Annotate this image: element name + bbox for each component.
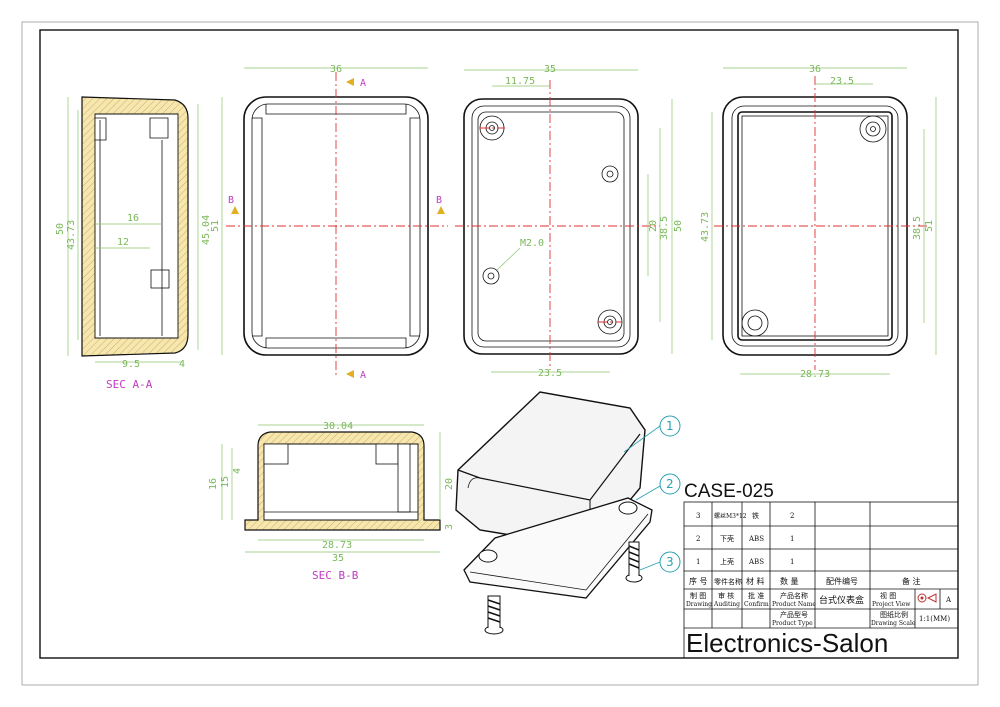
dim-sa-50: 50	[55, 223, 66, 235]
project-view-value: A	[945, 596, 952, 604]
dim-bv-20: 20	[648, 220, 659, 232]
callout-1	[659, 415, 681, 437]
dim-sa-12: 12	[117, 237, 129, 248]
label-a-top: A	[360, 78, 366, 89]
product-type-label-cn: 产品型号	[780, 610, 808, 619]
screw-left	[484, 595, 504, 635]
dim-sb-4: 4	[232, 468, 243, 474]
confirm-cn: 批 准	[748, 591, 764, 600]
case-name: CASE-025	[684, 481, 774, 502]
dim-iv-51: 51	[924, 220, 935, 232]
label-a-bottom: A	[360, 370, 366, 381]
dim-fv-36: 36	[330, 64, 342, 75]
dim-fv-51: 51	[210, 220, 221, 232]
header-code: 配件编号	[826, 576, 858, 586]
row-3-material: 铁	[752, 511, 759, 520]
sec-a-label: SEC A-A	[106, 378, 153, 391]
row-3-part: 螺丝M3*12	[714, 512, 747, 520]
isometric-view: 1 2 3	[455, 391, 681, 635]
dim-sa-95: 9.5	[122, 359, 140, 370]
dim-sb-3: 3	[444, 524, 455, 530]
callout-2	[659, 473, 681, 495]
row-2-qty: 1	[790, 535, 794, 543]
callout-1-label: 1	[666, 419, 674, 433]
dim-sb-2873: 28.73	[322, 540, 352, 551]
header-note: 备 注	[902, 576, 921, 586]
drawing-cn: 制 图	[690, 591, 706, 600]
dim-sb-35: 35	[332, 553, 344, 564]
header-qty: 数 量	[780, 576, 799, 586]
product-name-label-en: Product Name	[772, 601, 816, 608]
callout-3	[659, 551, 681, 573]
auditing-en: Auditing	[713, 601, 740, 608]
projection-symbol-icon	[917, 593, 937, 603]
scale-value: 1:1(MM)	[919, 615, 950, 623]
drawing-en: Drawing	[686, 601, 712, 608]
product-name-label-cn: 产品名称	[780, 591, 808, 600]
row-1-qty: 1	[790, 558, 794, 566]
header-no: 序 号	[689, 576, 708, 586]
dim-bv-385: 38.5	[659, 216, 670, 240]
screw-right	[625, 541, 643, 583]
dim-sa-4504: 45.04	[201, 215, 212, 245]
dim-iv-235: 23.5	[830, 76, 854, 87]
callout-2-label: 2	[666, 477, 674, 491]
section-b-b: 30.04 28.73 35 16 15 4 20 3 SEC B-B	[208, 421, 455, 582]
dim-iv-4373: 43.73	[700, 212, 711, 242]
callout-3-label: 3	[666, 555, 674, 569]
dim-sb-16: 16	[208, 478, 219, 490]
product-name: 台式仪表盒	[819, 594, 864, 606]
product-type-label-en: Product Type	[772, 620, 813, 627]
bottom-view: 35 11.75 23.5 20 38.5 50 M2.0	[455, 64, 684, 379]
dim-sa-4373: 43.73	[66, 220, 77, 250]
row-2-no: 2	[696, 535, 700, 543]
dim-sb-20: 20	[444, 478, 455, 490]
dim-bv-1175: 11.75	[505, 76, 535, 87]
dim-sa-16: 16	[127, 213, 139, 224]
dim-iv-36: 36	[809, 64, 821, 75]
project-view-en: Project View	[872, 601, 911, 608]
inner-view: 36 23.5 28.73 43.73 38.5 51	[700, 64, 937, 380]
row-1-part: 上壳	[720, 557, 734, 566]
row-2-part: 下壳	[720, 534, 734, 543]
outer-frame	[21, 21, 979, 686]
front-view: 36 51 A A B B	[210, 64, 448, 381]
dim-sa-4: 4	[179, 359, 185, 370]
dim-iv-2873: 28.73	[800, 369, 830, 380]
header-part: 零件名称	[714, 577, 742, 586]
row-3-qty: 2	[790, 512, 794, 520]
header-material: 材 料	[746, 576, 765, 586]
row-2-material: ABS	[748, 535, 764, 543]
row-1-no: 1	[696, 558, 700, 566]
dim-bv-m2: M2.0	[520, 238, 544, 249]
label-b-left: B	[228, 195, 234, 206]
dim-bv-235: 23.5	[538, 368, 562, 379]
title-block: CASE-025 3 螺丝M3*12 铁 2 2 下壳 ABS 1 1 上壳 A…	[683, 481, 959, 659]
dim-iv-385: 38.5	[912, 216, 923, 240]
dim-bv-50: 50	[673, 220, 684, 232]
sec-b-label: SEC B-B	[312, 569, 359, 582]
row-1-material: ABS	[748, 558, 764, 566]
inner-frame	[39, 29, 959, 659]
dim-sb-15: 15	[220, 476, 231, 488]
row-3-no: 3	[696, 512, 700, 520]
confirm-en: Confirm	[744, 601, 769, 608]
dim-bv-35: 35	[544, 64, 556, 75]
company-name: Electronics-Salon	[686, 628, 888, 658]
section-a-a: 50 43.73 45.04 16 12 9.5 4 SEC A-A	[55, 96, 212, 391]
auditing-cn: 审 核	[718, 591, 734, 600]
label-b-right: B	[436, 195, 442, 206]
scale-label-en: Drawing Scale	[871, 620, 916, 627]
project-view-cn: 视 图	[880, 591, 896, 600]
scale-label-cn: 图纸比例	[880, 610, 908, 619]
dim-sb-3004: 30.04	[323, 421, 353, 432]
